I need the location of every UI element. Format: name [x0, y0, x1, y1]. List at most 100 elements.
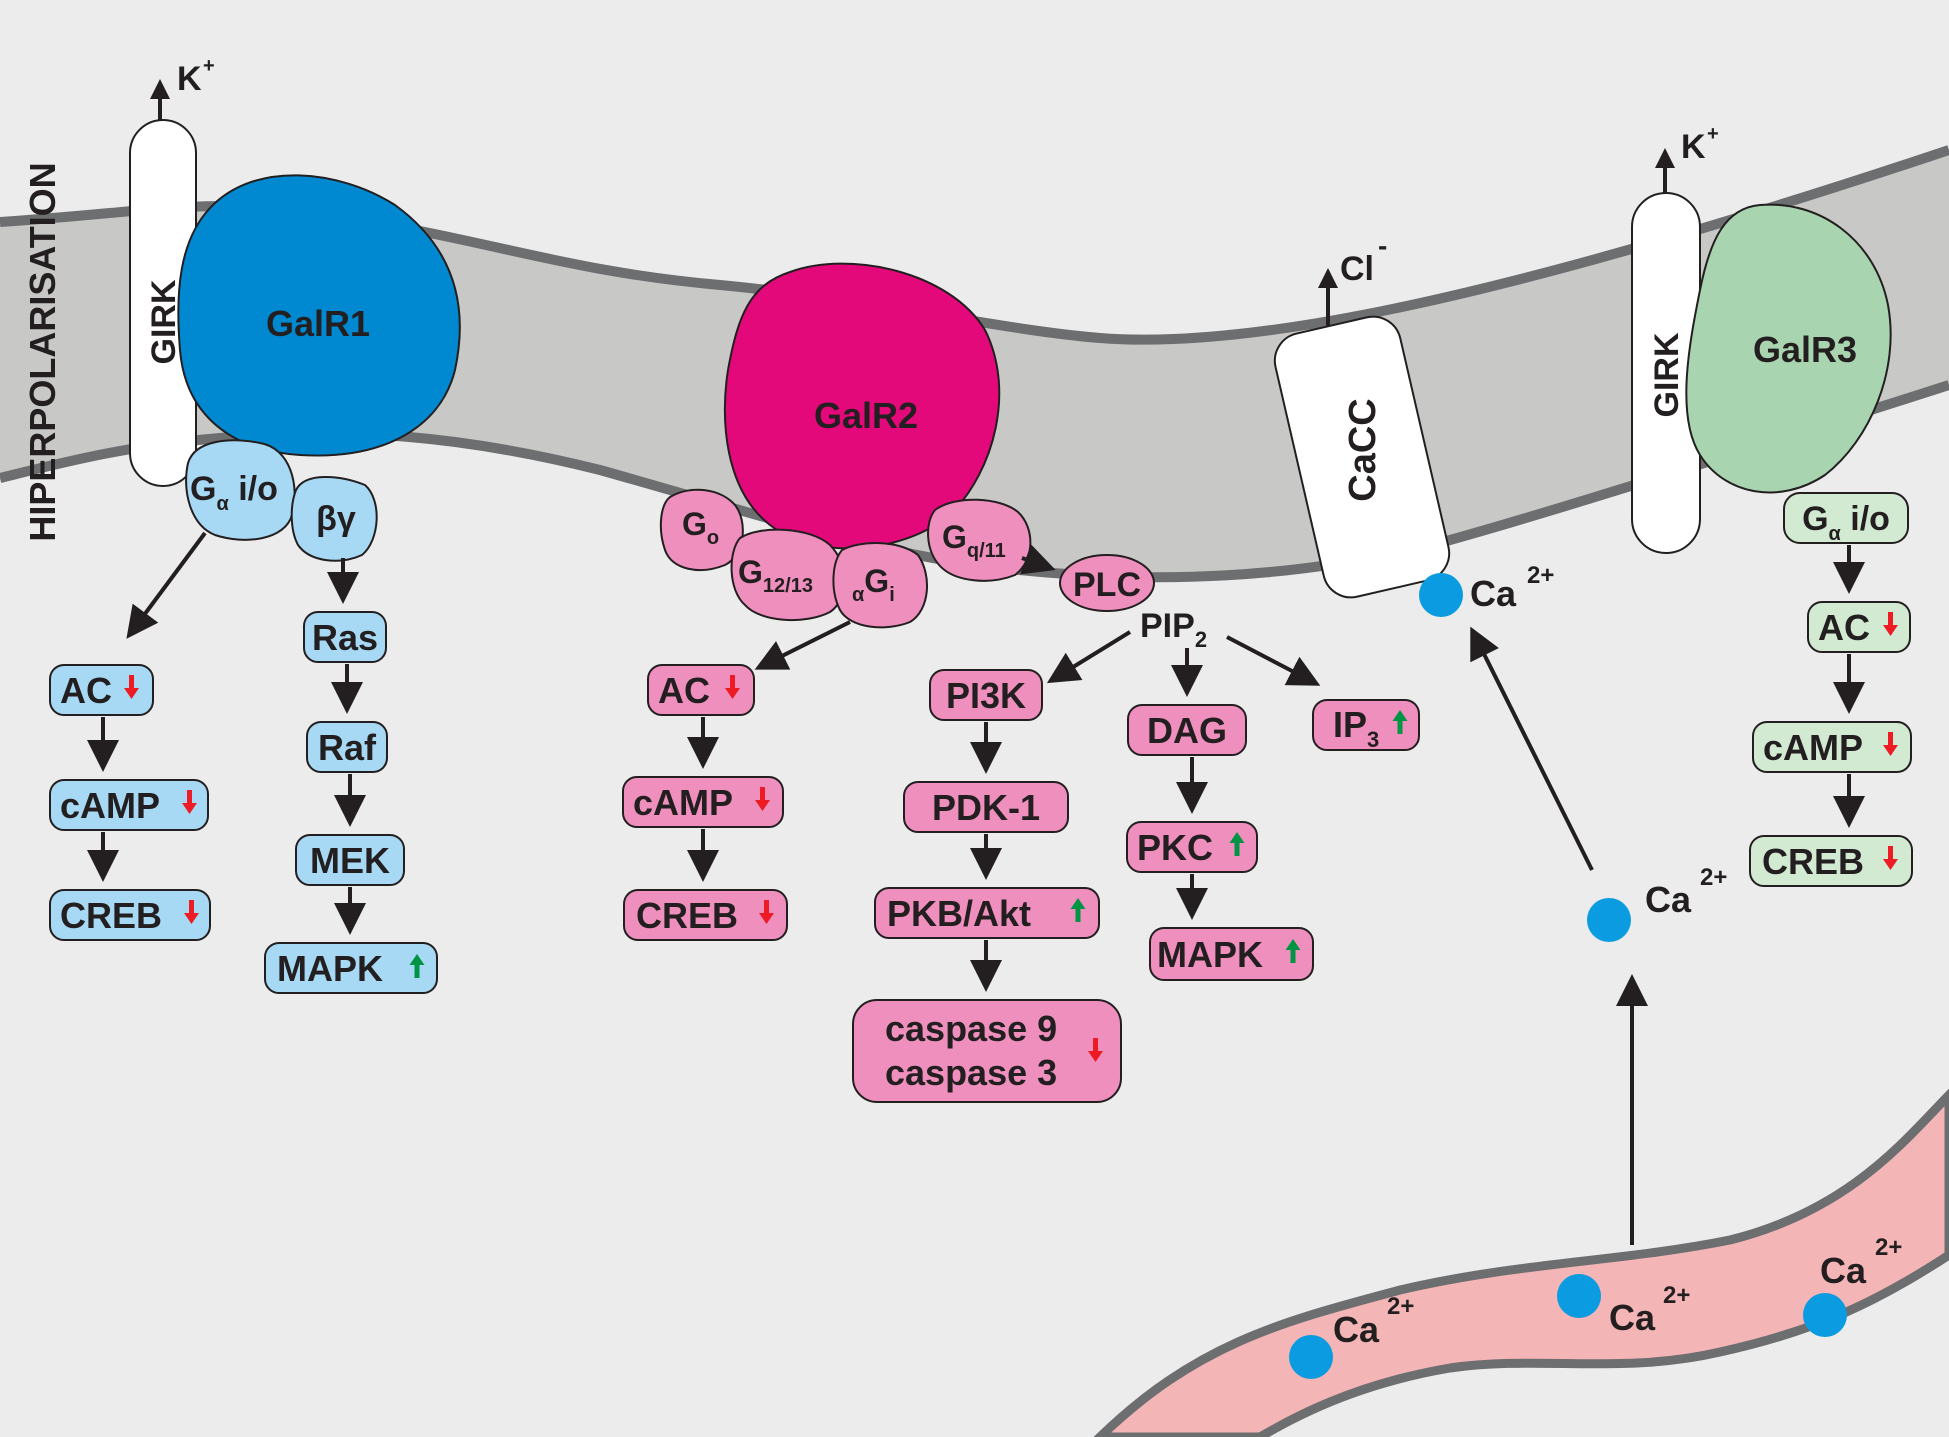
plc-label: PLC — [1073, 566, 1141, 604]
creb-node-galr2: CREB — [623, 889, 788, 941]
pip2-label: PIP2 — [1140, 607, 1207, 652]
pip-subscript: 2 — [1195, 627, 1207, 652]
galr1-receptor: GalR1 — [177, 174, 461, 457]
ca-charge: 2+ — [1527, 562, 1554, 589]
pkc-label: PKC — [1137, 827, 1213, 868]
cl-efflux: Cl - — [1318, 230, 1387, 328]
g-1213-protein: G12/13 — [730, 528, 846, 622]
ca-charge: 2+ — [1700, 864, 1727, 891]
ac-label: AC — [60, 670, 112, 711]
dag-node: DAG — [1127, 704, 1247, 756]
ca-label: Ca — [1645, 879, 1692, 920]
pdk1-label: PDK-1 — [932, 787, 1040, 828]
mek-node: MEK — [295, 834, 405, 886]
side-label: HIPERPOLARISATION — [22, 162, 63, 541]
galr3-receptor: GalR3 — [1685, 203, 1892, 494]
beta-gamma-label: βγ — [316, 500, 356, 538]
galr1-label: GalR1 — [266, 303, 370, 344]
galr2-receptor: GalR2 — [723, 262, 1001, 550]
pip2-node: PIP2 — [1140, 607, 1207, 652]
k-ion-charge: + — [203, 55, 215, 77]
creb-node-galr3: CREB — [1749, 835, 1913, 887]
k-ion-label: K — [177, 60, 202, 98]
k-ion-charge: + — [1707, 123, 1719, 145]
pip-text: PIP — [1140, 607, 1195, 645]
girk-channel-right: GIRK — [1631, 192, 1701, 554]
g-alpha-io-label: Gα i/o — [1802, 500, 1890, 545]
camp-label: cAMP — [633, 782, 733, 823]
ip3-node: IP3 — [1312, 699, 1420, 752]
g-letter: G — [864, 563, 889, 599]
dag-label: DAG — [1147, 710, 1227, 751]
ip-subscript: 3 — [1367, 727, 1379, 752]
galr3-label: GalR3 — [1753, 329, 1857, 370]
g-letter: G — [190, 470, 216, 508]
down-arrow-icon — [184, 900, 199, 924]
ac-label: AC — [1818, 607, 1870, 648]
creb-label: CREB — [60, 895, 162, 936]
cacc-label: CaCC — [1342, 398, 1384, 501]
ac-label: AC — [658, 670, 710, 711]
creb-node-galr1: CREB — [49, 889, 211, 941]
camp-node-galr1: cAMP — [49, 779, 209, 831]
plc-node: PLC — [1059, 554, 1155, 612]
io-subtype: i/o — [1841, 500, 1890, 538]
g-alpha-io-right: Gα i/o — [1783, 492, 1909, 545]
down-arrow-icon — [725, 675, 740, 699]
ca-label: Ca — [1820, 1250, 1867, 1291]
k-efflux-right: K + — [1655, 123, 1719, 197]
down-arrow-icon — [1883, 732, 1898, 756]
up-arrow-icon — [409, 954, 425, 978]
ip3-label: IP3 — [1333, 704, 1379, 752]
alpha-symbol: α — [216, 493, 229, 515]
creb-label: CREB — [636, 895, 738, 936]
pkb-akt-label: PKB/Akt — [887, 893, 1031, 934]
ac-node-galr2: AC — [647, 664, 755, 716]
g-o-protein: Go — [659, 488, 744, 571]
down-arrow-icon — [759, 900, 774, 924]
down-arrow-icon — [755, 787, 770, 811]
io-subtype: i/o — [229, 470, 278, 508]
pdk1-node: PDK-1 — [903, 781, 1069, 833]
up-arrow-icon — [1229, 832, 1245, 856]
alpha-symbol: α — [1829, 523, 1842, 545]
pi3k-node: PI3K — [929, 669, 1043, 721]
camp-label: cAMP — [60, 785, 160, 826]
g-alpha-io-left: Gα i/o — [185, 439, 296, 541]
pkb-akt-node: PKB/Akt — [874, 887, 1100, 939]
camp-label: cAMP — [1763, 727, 1863, 768]
down-arrow-icon — [124, 675, 139, 699]
pkc-node: PKC — [1126, 821, 1258, 873]
cl-ion-label: Cl — [1340, 250, 1374, 288]
calcium-ion-er-3: Ca 2+ — [1803, 1234, 1902, 1337]
g-letter: G — [738, 554, 763, 590]
mapk-label: MAPK — [277, 948, 383, 989]
up-arrow-icon — [1392, 710, 1408, 734]
camp-node-galr2: cAMP — [622, 776, 784, 828]
calcium-ion-er-1: Ca 2+ — [1289, 1293, 1414, 1379]
ca-label: Ca — [1609, 1297, 1656, 1338]
cl-ion-charge: - — [1378, 230, 1387, 261]
calcium-ion-cytosol: Ca 2+ — [1587, 864, 1727, 942]
raf-label: Raf — [318, 727, 377, 768]
cacc-channel: CaCC — [1273, 315, 1451, 599]
camp-node-galr3: cAMP — [1752, 721, 1912, 773]
caspase3-label: caspase 3 — [885, 1052, 1057, 1093]
up-arrow-icon — [1070, 898, 1086, 922]
i-subtype: i — [889, 584, 895, 606]
o-subtype: o — [707, 527, 719, 549]
caspase9-label: caspase 9 — [885, 1008, 1057, 1049]
galr2-label: GalR2 — [814, 395, 918, 436]
raf-node: Raf — [306, 721, 388, 773]
ca-charge: 2+ — [1663, 1282, 1690, 1309]
alpha-symbol: α — [852, 584, 865, 606]
pi3k-label: PI3K — [946, 675, 1026, 716]
ca-label: Ca — [1470, 573, 1517, 614]
k-ion-label: K — [1681, 128, 1706, 166]
g-letter: G — [682, 506, 707, 542]
ras-node: Ras — [303, 611, 387, 663]
ip-text: IP — [1333, 704, 1367, 745]
down-arrow-icon — [1883, 612, 1898, 636]
ca-label: Ca — [1333, 1309, 1380, 1350]
g-alpha-i-protein: αGi — [832, 542, 928, 629]
